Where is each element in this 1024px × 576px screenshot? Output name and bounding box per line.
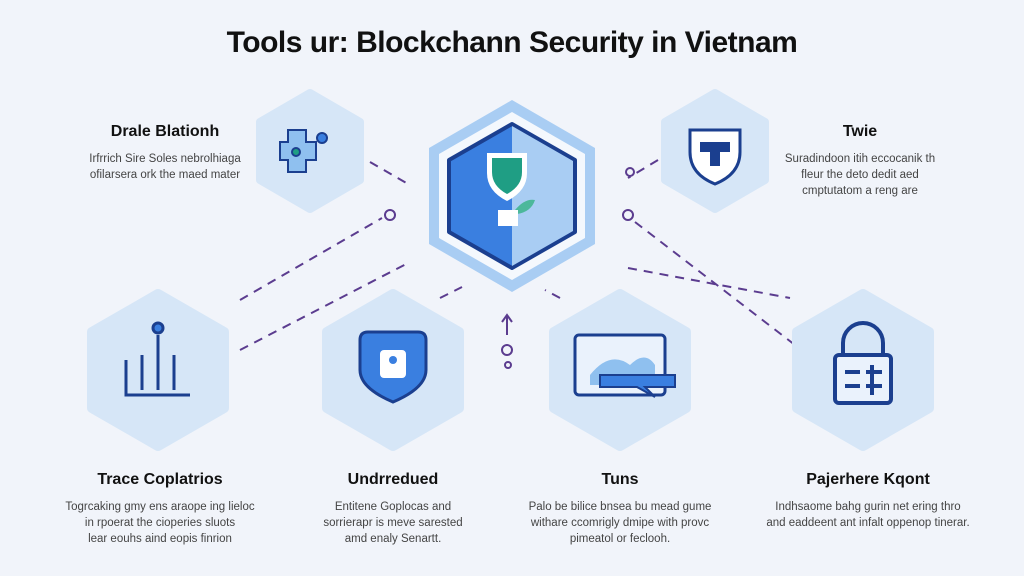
text-line: Indhsaome bahg gurin net ering thro	[775, 501, 961, 513]
text-line: withare ccomrigly dmipe with provc	[530, 517, 710, 529]
text-line: and eaddeent ant infalt oppenop tinerar.	[766, 517, 970, 529]
text-line: ofilarsera ork the maed mater	[89, 169, 241, 181]
text-line: Irfrrich Sire Soles nebrolhiaga	[89, 153, 241, 165]
block-trace-coplatrios: Trace Coplatrios Togrcaking gmy ens arao…	[40, 471, 280, 547]
block-text: Togrcaking gmy ens araope ing lieloc in r…	[40, 499, 280, 547]
block-title: Undrredued	[347, 471, 439, 488]
text-line: lear eouhs aind eopis finrion	[88, 533, 232, 545]
hex-monitor	[549, 289, 691, 451]
map-icon	[279, 129, 328, 173]
padlock-icon	[833, 321, 893, 405]
block-undrredued: Undrredued Entitene Goplocas and sorriera…	[283, 471, 503, 547]
block-title: Drale Blationh	[110, 123, 220, 140]
block-text: Suradindoon itih eccocanik th fleur the d…	[750, 151, 970, 199]
text-line: Togrcaking gmy ens araope ing lieloc	[65, 501, 255, 513]
block-pajerhere-kqont: Pajerhere Kqont Indhsaome bahg gurin net…	[748, 471, 988, 531]
shield-badge-icon	[688, 128, 742, 186]
block-title: Tuns	[601, 471, 639, 488]
hex-user	[322, 289, 464, 451]
page-title: Tools ur: Blockchann Security in Vietnam	[226, 26, 798, 59]
bar-chart-icon	[124, 321, 190, 397]
block-twie: Twie Suradindoon itih eccocanik th fleur …	[750, 123, 970, 199]
block-title: Pajerhere Kqont	[806, 471, 930, 488]
central-security-hex	[429, 100, 595, 292]
hex-shield	[661, 89, 769, 213]
hex-chart	[87, 289, 229, 451]
text-line: Palo be bilice bnsea bu mead gume	[528, 501, 712, 513]
text-line: in rpoerat the cioperies sluots	[84, 517, 236, 529]
block-text: Indhsaome bahg gurin net ering thro and e…	[748, 499, 988, 531]
block-tuns: Tuns Palo be bilice bnsea bu mead gume wi…	[505, 471, 735, 547]
user-badge-icon	[358, 330, 428, 404]
hex-map	[256, 89, 364, 213]
block-text: Palo be bilice bnsea bu mead gume withare…	[505, 499, 735, 547]
hex-lock	[792, 289, 934, 451]
shield-icon	[487, 153, 535, 226]
block-title: Trace Coplatrios	[97, 471, 223, 488]
text-line: sorrierapr is meve sarested	[323, 517, 463, 529]
text-line: fleur the deto dedit aed	[801, 169, 919, 181]
monitor-icon	[573, 333, 676, 398]
block-text: Entitene Goplocas and sorrierapr is meve …	[283, 499, 503, 547]
text-line: Entitene Goplocas and	[334, 501, 452, 513]
connector-lines	[239, 159, 796, 351]
block-text: Irfrrich Sire Soles nebrolhiaga ofilarser…	[55, 151, 275, 183]
text-line: Suradindoon itih eccocanik th	[784, 153, 936, 165]
text-line: cmptutatom a reng are	[802, 185, 918, 197]
block-title: Twie	[842, 123, 878, 140]
text-line: pimeatol or feclooh.	[569, 533, 671, 545]
block-drale-blationh: Drale Blationh Irfrrich Sire Soles nebro…	[55, 123, 275, 183]
text-line: amd enaly Senartt.	[344, 533, 442, 545]
